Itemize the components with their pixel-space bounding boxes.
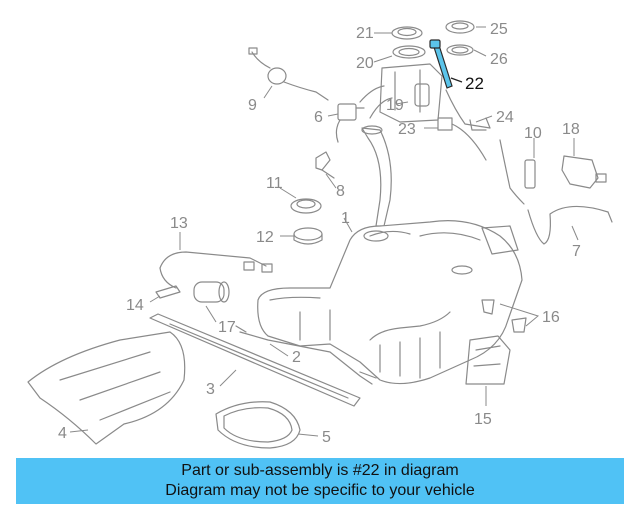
- part-12-cap: [293, 227, 323, 245]
- part-16-clips: [481, 299, 527, 333]
- part-8-bracket: [315, 151, 335, 179]
- callout-labels: 1 2 3 4 5 6 7 8 9 10 11 12 13 14 15 16 1…: [58, 21, 581, 446]
- callout-14: 14: [126, 297, 144, 314]
- info-banner: Part or sub-assembly is #22 in diagram D…: [16, 458, 624, 504]
- part-10-pipe: [499, 139, 536, 205]
- callout-15: 15: [474, 411, 492, 428]
- callout-4: 4: [58, 425, 67, 442]
- part-14-fitting: [155, 285, 181, 299]
- leader-lines: [69, 26, 579, 437]
- callout-7: 7: [572, 243, 581, 260]
- part-20-seal: [392, 45, 426, 59]
- part-7-line: [527, 205, 613, 245]
- part-24-sending-unit: [445, 89, 491, 131]
- part-21-lock-ring: [391, 26, 423, 40]
- callout-19: 19: [386, 97, 404, 114]
- callout-18: 18: [562, 121, 580, 138]
- part-3-crossmember: [149, 313, 361, 407]
- part-18-valve: [561, 155, 607, 189]
- callout-10: 10: [524, 125, 542, 142]
- part-4-shield: [27, 331, 186, 445]
- callout-26: 26: [490, 51, 508, 68]
- callout-5: 5: [322, 429, 331, 446]
- filler-neck: [361, 125, 392, 227]
- part-22-highlighted: [429, 39, 453, 89]
- callout-11: 11: [266, 175, 283, 192]
- callout-17: 17: [218, 319, 236, 336]
- part-25-lock-ring: [445, 20, 475, 34]
- part-5-plate: [215, 401, 301, 449]
- part-2-strap: [235, 325, 377, 385]
- callout-21: 21: [356, 25, 374, 42]
- callout-22: 22: [465, 74, 484, 93]
- banner-line-1: Part or sub-assembly is #22 in diagram: [181, 462, 459, 479]
- part-23-connector: [437, 117, 487, 161]
- part-6-valve: [335, 103, 365, 143]
- callout-6: 6: [314, 109, 323, 126]
- parts-diagram: 1 2 3 4 5 6 7 8 9 10 11 12 13 14 15 16 1…: [27, 20, 613, 449]
- callout-2: 2: [292, 349, 301, 366]
- callout-24: 24: [496, 109, 514, 126]
- part-11-cap: [290, 198, 322, 214]
- callout-9: 9: [248, 97, 257, 114]
- part-17-filter: [193, 281, 230, 303]
- part-26-seal: [446, 44, 474, 56]
- callout-16: 16: [542, 309, 560, 326]
- callout-12: 12: [256, 229, 274, 246]
- callout-3: 3: [206, 381, 215, 398]
- part-1-fuel-tank: [257, 220, 523, 385]
- callout-13: 13: [170, 215, 188, 232]
- callout-23: 23: [398, 121, 416, 138]
- banner-line-2: Diagram may not be specific to your vehi…: [165, 482, 475, 499]
- callout-20: 20: [356, 55, 374, 72]
- part-9-vent-hose: [248, 47, 329, 101]
- part-15-shield: [465, 335, 511, 385]
- callout-8: 8: [336, 183, 345, 200]
- callout-1: 1: [341, 210, 350, 227]
- callout-25: 25: [490, 21, 508, 38]
